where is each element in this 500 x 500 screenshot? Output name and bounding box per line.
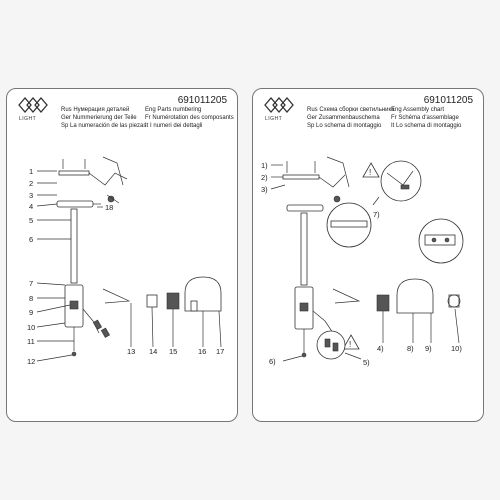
- step-number-5: 5): [363, 358, 370, 367]
- lamp-socket: [166, 292, 180, 310]
- header-line: Eng Assembly chart: [391, 107, 445, 113]
- canopy: [286, 204, 324, 212]
- header-line: It I numeri dei dettagli: [145, 122, 203, 129]
- warning-icon: [362, 162, 380, 178]
- detail-view-plug: [316, 330, 346, 360]
- part-number-18: 18: [105, 203, 113, 212]
- part-number-2: 2: [29, 179, 33, 188]
- part-number-7: 7: [29, 279, 33, 288]
- part-number-15: 15: [169, 347, 177, 356]
- logo-text: LIGHT: [265, 116, 283, 122]
- svg-text:!: !: [369, 168, 371, 177]
- parts-numbering-page: LIGHT 691011205 Rus Нумерация деталей Ge…: [6, 88, 238, 422]
- part-number-10: 10: [27, 323, 35, 332]
- header-right-column: Eng Assembly chart Fr Schéma d'assemblag…: [391, 107, 461, 130]
- wire-detail: [102, 156, 124, 186]
- svg-text:!: !: [349, 340, 351, 349]
- header-line: Rus Нумерация деталей: [61, 107, 130, 113]
- part-number-4: 4: [29, 202, 33, 211]
- lamp-shade: [396, 278, 434, 314]
- mounting-bracket: [58, 170, 90, 176]
- terminal-icon: [107, 195, 115, 203]
- stem-rod: [300, 212, 308, 286]
- canopy: [56, 200, 94, 208]
- step-number-3: 3): [261, 185, 268, 194]
- step-number-7: 7): [373, 210, 380, 219]
- part-number-9: 9: [29, 308, 33, 317]
- step-number-6: 6): [269, 357, 276, 366]
- header-line: Ger Zusammenbauschema: [307, 114, 380, 121]
- part-number-8: 8: [29, 294, 33, 303]
- logo-text: LIGHT: [19, 116, 37, 122]
- bulb: [448, 294, 460, 308]
- header-line: Rus Схема сборки светильника: [307, 107, 395, 113]
- header-right-column: Eng Parts numbering Fr Numérotation des …: [145, 107, 234, 130]
- assembly-chart-page: LIGHT 691011205 Rus Схема сборки светиль…: [252, 88, 484, 422]
- header-left-column: Rus Нумерация деталей Ger Nummerierung d…: [61, 107, 146, 130]
- switch-icon: [299, 302, 309, 312]
- step-number-10: 10): [451, 344, 462, 353]
- part-number-1: 1: [29, 167, 33, 176]
- header-line: Fr Schéma d'assemblage: [391, 114, 459, 121]
- step-number-4: 4): [377, 344, 384, 353]
- part-number-17: 17: [216, 347, 224, 356]
- lamp-arm: [332, 288, 361, 304]
- lamp-socket: [376, 294, 390, 312]
- part-number-16: 16: [198, 347, 206, 356]
- brand-logo-icon: [264, 97, 294, 113]
- lamp-arm: [102, 288, 131, 304]
- step-number-9: 9): [425, 344, 432, 353]
- part-number-13: 13: [127, 347, 135, 356]
- step-number-8: 8): [407, 344, 414, 353]
- assembly-diagram: ! !: [261, 156, 464, 367]
- header-line: Sp Lo schema di montaggio: [307, 122, 382, 129]
- warning-icon: [342, 334, 360, 350]
- step-number-1: 1): [261, 161, 268, 170]
- terminal-icon: [333, 195, 341, 203]
- header-line: Sp La numeración de las piezas: [61, 122, 147, 129]
- part-number-5: 5: [29, 216, 33, 225]
- part-number-11: 11: [27, 337, 35, 346]
- step-number-2: 2): [261, 173, 268, 182]
- header-line: Fr Numérotation des composants: [145, 114, 234, 121]
- socket-ring: [146, 294, 158, 308]
- part-number-12: 12: [27, 357, 35, 366]
- header-line: It Lo schema di montaggio: [391, 122, 462, 129]
- lamp-shade: [184, 276, 222, 312]
- part-number-14: 14: [149, 347, 157, 356]
- model-code: 691011205: [177, 95, 227, 106]
- stem-rod: [70, 208, 78, 284]
- detail-view-wiring: [380, 160, 422, 202]
- mounting-bracket: [282, 174, 320, 180]
- base-screw: [71, 351, 77, 357]
- exploded-parts-diagram: 1 2 3 4 5 6 7 8 9 10 11 12 13 14 15 16 1…: [27, 156, 224, 366]
- header-left-column: Rus Схема сборки светильника Ger Zusamme…: [307, 107, 395, 130]
- switch-icon: [69, 300, 79, 310]
- header-line: Ger Nummerierung der Teile: [61, 114, 137, 121]
- part-number-6: 6: [29, 235, 33, 244]
- part-number-3: 3: [29, 191, 33, 200]
- brand-logo-icon: [18, 97, 48, 113]
- wire-detail: [88, 172, 128, 186]
- base-screw: [301, 352, 307, 358]
- header-line: Eng Parts numbering: [145, 107, 202, 113]
- model-code: 691011205: [423, 95, 473, 106]
